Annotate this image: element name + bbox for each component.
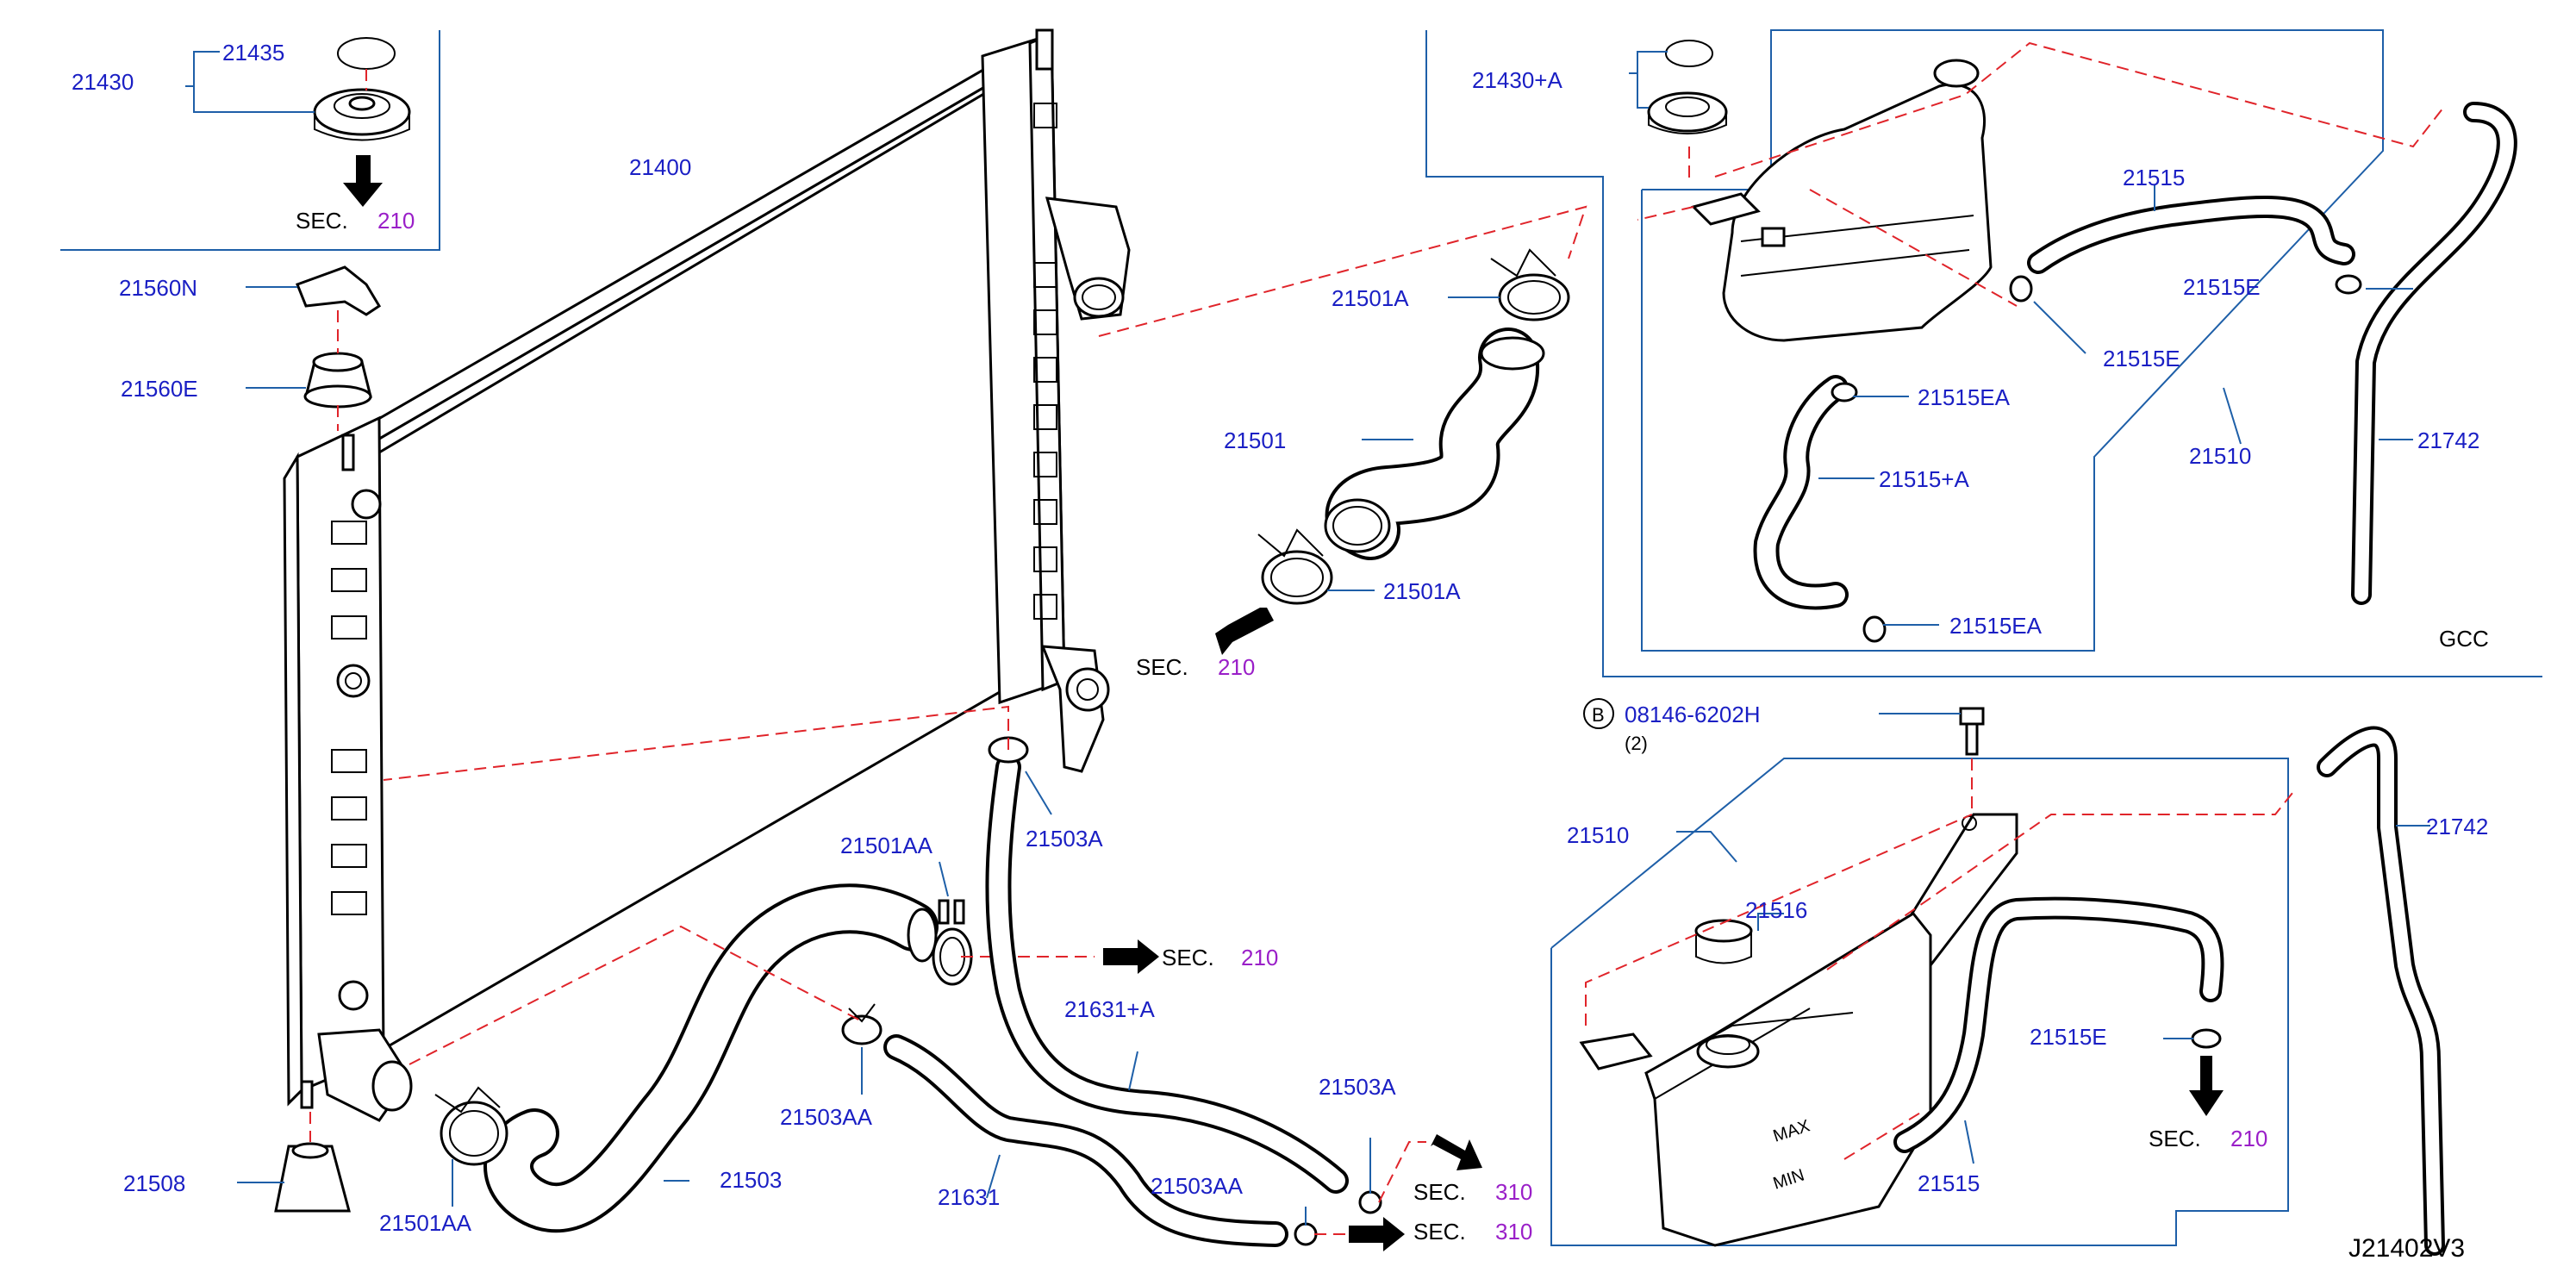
diagram-id: J21402V3 xyxy=(2348,1234,2465,1263)
label-21501A-bottom: 21501A xyxy=(1383,578,1461,604)
label-21631A: 21631+A xyxy=(1064,996,1155,1022)
label-21430: 21430 xyxy=(72,69,134,95)
label-sec-210-upper-num: 210 xyxy=(1218,654,1255,680)
label-21508: 21508 xyxy=(123,1170,185,1196)
label-21560N: 21560N xyxy=(119,275,197,301)
reservoir-21510: MAX MIN xyxy=(1579,707,2293,1247)
label-sec-310-lower: SEC. xyxy=(1413,1219,1466,1245)
labels: 21430 21435 SEC. 210 21400 21560N 21560E… xyxy=(72,40,2489,1263)
label-21515E-gcc-left: 21515E xyxy=(2103,346,2180,371)
label-21515E: 21515E xyxy=(2030,1024,2107,1050)
label-sec-210-lower: SEC. xyxy=(1162,945,1214,970)
label-21515-gcc: 21515 xyxy=(2123,165,2185,190)
label-21515: 21515 xyxy=(1918,1170,1980,1196)
label-21435: 21435 xyxy=(222,40,284,66)
label-21503AA-mid: 21503AA xyxy=(780,1104,873,1130)
label-bolt-qty: (2) xyxy=(1625,733,1648,754)
left-tank-slots xyxy=(331,521,367,915)
lower-hose-21503 xyxy=(409,861,1159,1233)
label-21503A-top: 21503A xyxy=(1026,826,1103,852)
label-sec-210-cap-num: 210 xyxy=(377,208,415,234)
label-21742: 21742 xyxy=(2426,814,2488,839)
bolt-circle-marker xyxy=(1583,698,1614,729)
label-21503: 21503 xyxy=(720,1167,782,1193)
label-21400: 21400 xyxy=(629,154,691,180)
label-21501AA-top: 21501AA xyxy=(840,833,933,858)
label-sec-210-reservoir-num: 210 xyxy=(2230,1126,2267,1151)
label-21501AA-bottom: 21501AA xyxy=(379,1210,472,1236)
right-tank-slots xyxy=(1033,103,1057,620)
label-21742-gcc: 21742 xyxy=(2417,427,2479,453)
label-21501A-top: 21501A xyxy=(1332,285,1409,311)
label-21516: 21516 xyxy=(1745,897,1807,923)
label-sec-210-upper: SEC. xyxy=(1136,654,1188,680)
label-21631: 21631 xyxy=(938,1184,1000,1210)
label-21510: 21510 xyxy=(1567,822,1629,848)
label-21515EA-gcc-top: 21515EA xyxy=(1918,384,2011,410)
radiator xyxy=(283,28,1131,1122)
upper-mount-parts xyxy=(246,265,382,431)
inset-frame-reservoir xyxy=(1550,758,2289,1246)
upper-hose-21501 xyxy=(1098,205,1587,655)
heater-hoses-21631 xyxy=(383,705,1482,1251)
inset-frame-gcc xyxy=(1425,29,2542,677)
label-bolt-circle: B xyxy=(1592,704,1605,726)
label-gcc: GCC xyxy=(2439,626,2489,652)
label-bolt-part: 08146-6202H xyxy=(1625,702,1761,727)
label-sec-210-cap: SEC. xyxy=(296,208,348,234)
label-sec-310-upper-num: 310 xyxy=(1495,1179,1532,1205)
label-sec-210-reservoir: SEC. xyxy=(2149,1126,2201,1151)
label-sec-310-lower-num: 310 xyxy=(1495,1219,1532,1245)
gcc-reservoir xyxy=(1629,40,2444,342)
label-21503A-bottom: 21503A xyxy=(1319,1074,1396,1100)
inset-frame-cap xyxy=(60,30,440,251)
radiator-cap-parts xyxy=(185,37,411,207)
label-sec-210-lower-num: 210 xyxy=(1241,945,1278,970)
label-21560E: 21560E xyxy=(121,376,198,402)
label-21510-gcc: 21510 xyxy=(2189,443,2251,469)
label-21515EA-gcc-bottom: 21515EA xyxy=(1949,613,2043,639)
gcc-hoses xyxy=(1753,102,2517,643)
label-21515E-gcc-right: 21515E xyxy=(2183,274,2261,300)
label-sec-310-upper: SEC. xyxy=(1413,1179,1466,1205)
lower-mount xyxy=(237,1112,351,1213)
label-21430A: 21430+A xyxy=(1472,67,1562,93)
reservoir-hoses xyxy=(1893,726,2445,1256)
label-21503AA-bottom: 21503AA xyxy=(1151,1173,1244,1199)
label-21515A: 21515+A xyxy=(1879,466,1969,492)
label-21501: 21501 xyxy=(1224,427,1286,453)
